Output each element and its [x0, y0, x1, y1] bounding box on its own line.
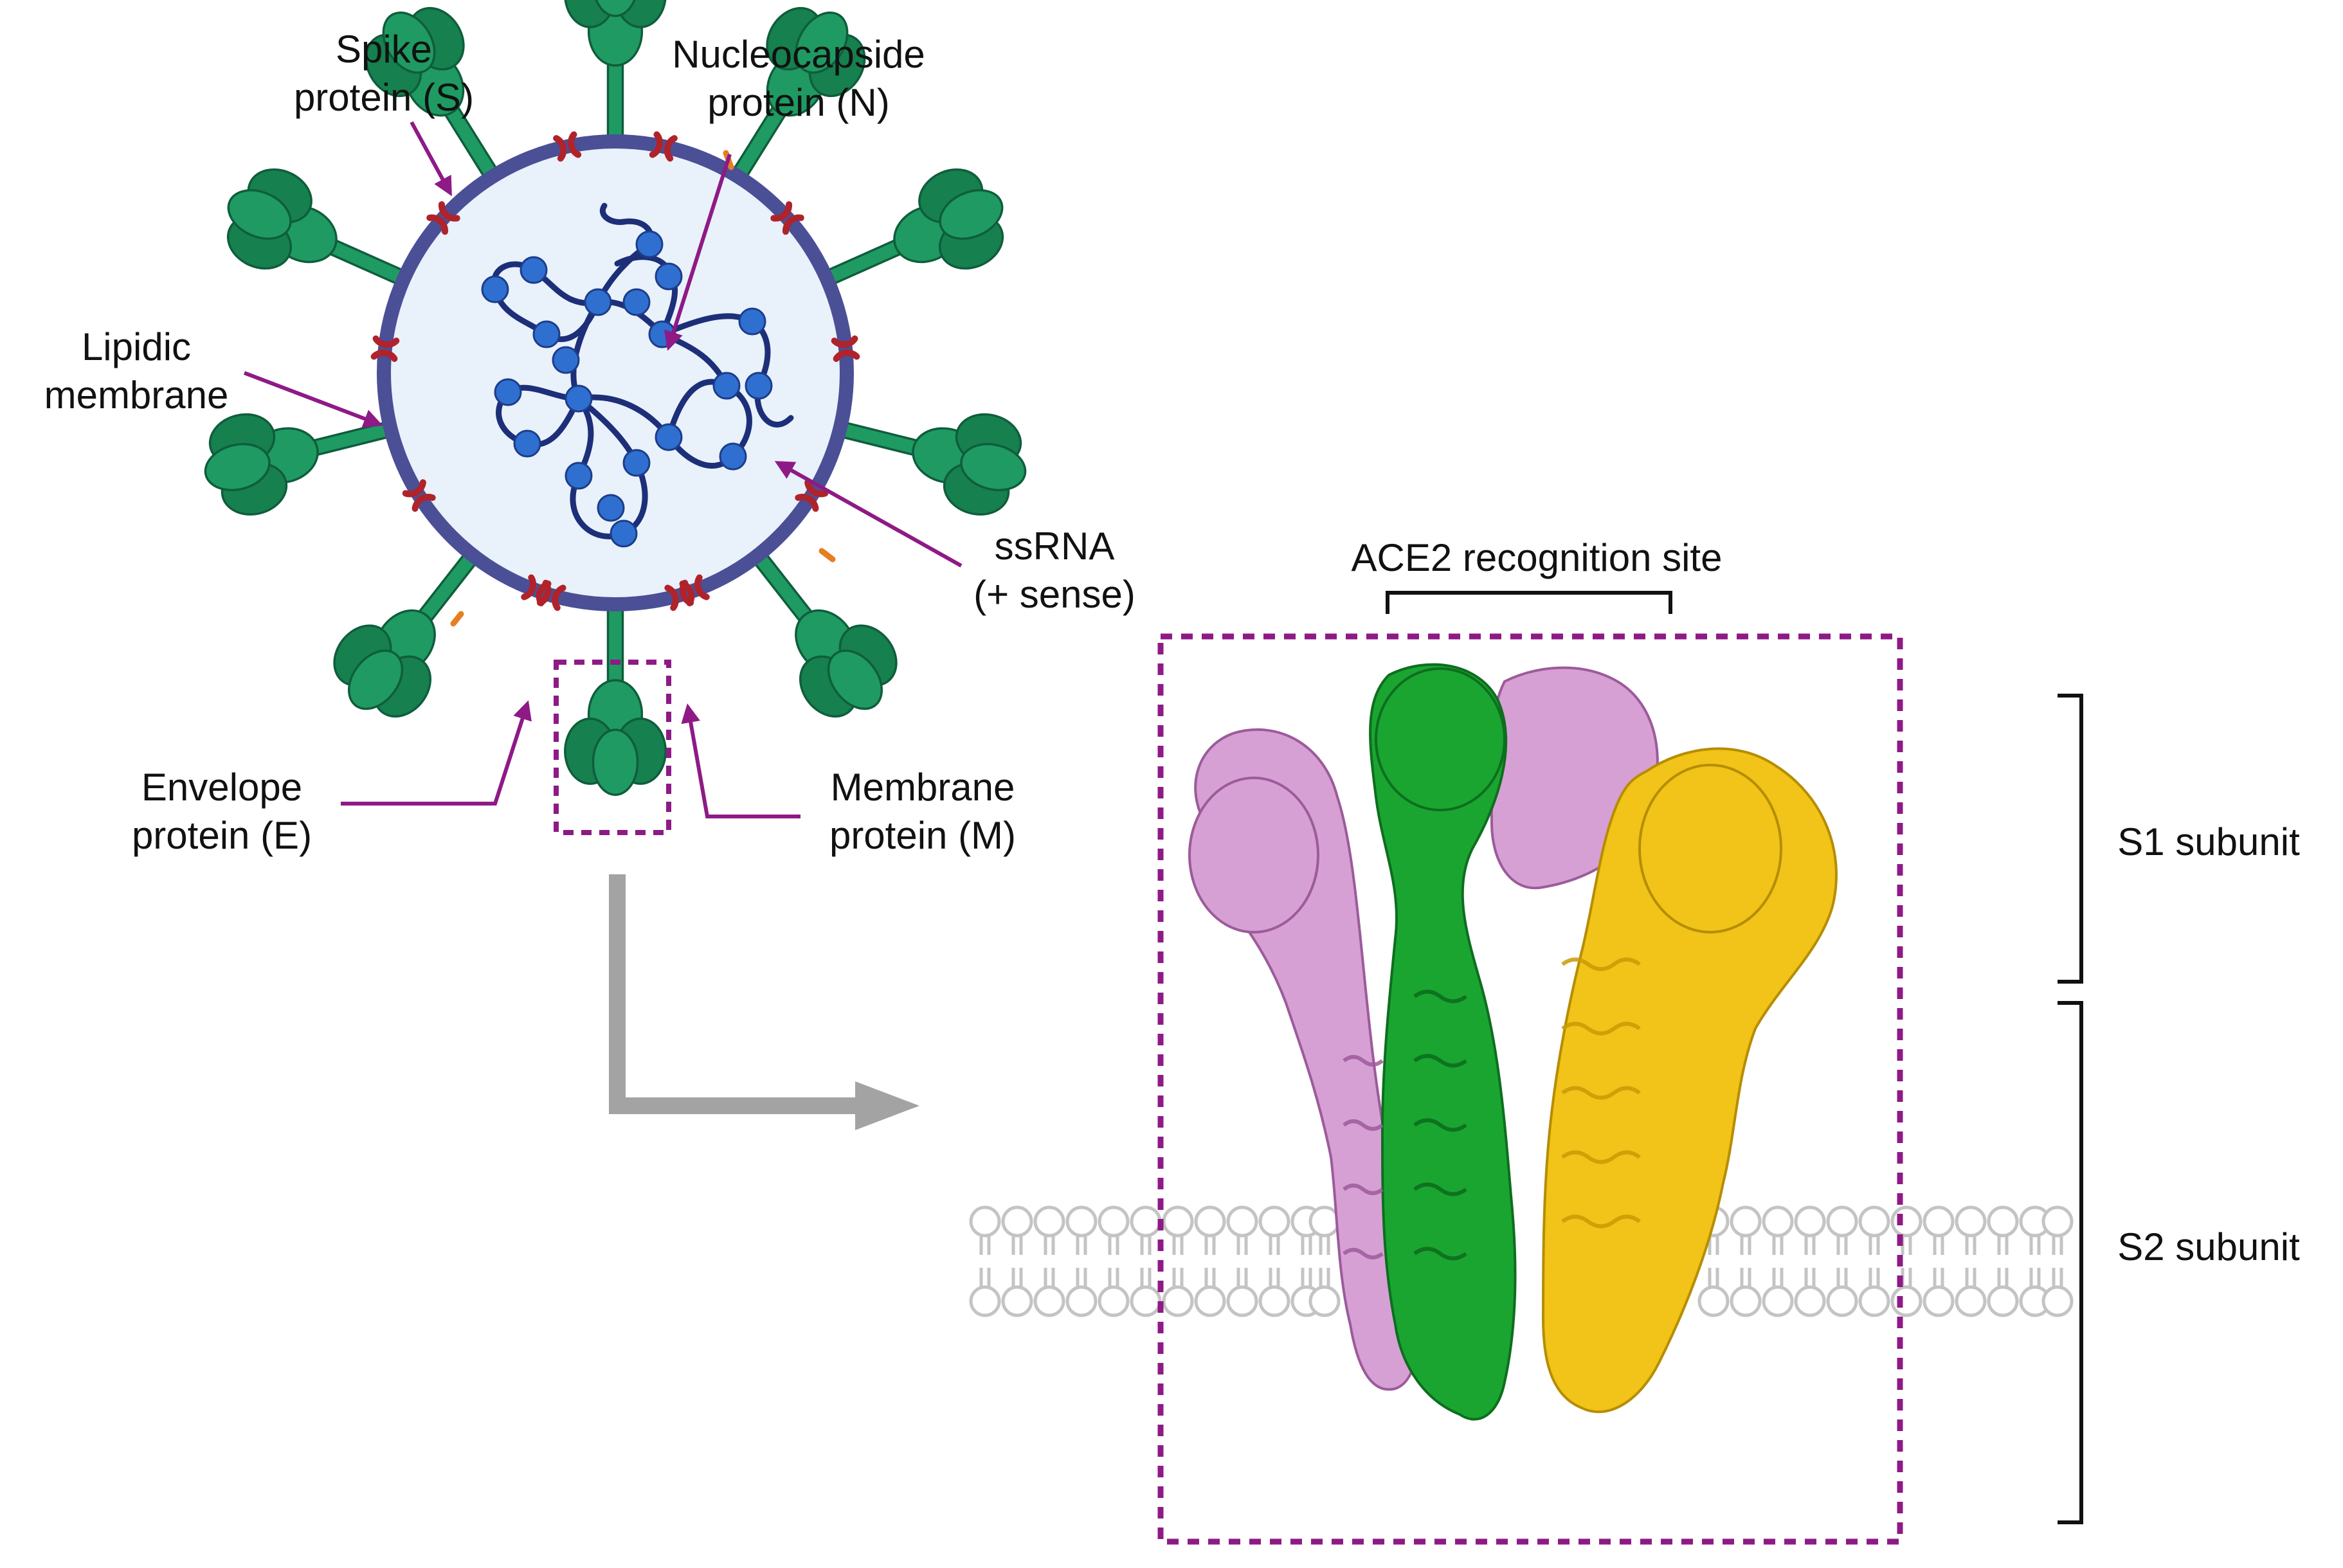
- zoom-flow-arrow: [609, 874, 919, 1130]
- chain-yellow: [1541, 747, 1838, 1414]
- s2-bracket: [2058, 1001, 2083, 1524]
- chain-green: [1369, 663, 1517, 1421]
- chain-yellow-rbd: [1638, 764, 1782, 933]
- spike-arrow: [410, 121, 452, 197]
- chain-pink-rbd: [1188, 777, 1319, 933]
- ace2-label: ACE2 recognition site: [1352, 536, 1723, 579]
- nucleocapside-label-line2: protein (N): [707, 81, 889, 124]
- lipidic-membrane: [377, 134, 854, 611]
- membrane-protein-label-line1: Membrane: [831, 766, 1015, 809]
- spike-label-line2: protein (S): [294, 76, 474, 119]
- lipidic-label-line1: Lipidic: [82, 325, 191, 368]
- spike-selection-box: [554, 660, 671, 835]
- spike-trimer-structure: [1188, 663, 1838, 1421]
- labels: Spike protein (S) Nucleocapside protein …: [44, 28, 2300, 1268]
- brackets: [1386, 591, 2083, 1524]
- ssrna-label-line1: ssRNA: [995, 525, 1115, 568]
- virion: [192, 0, 1038, 835]
- lipid-bilayer: [971, 1207, 2072, 1315]
- envelope-arrow: [341, 700, 532, 806]
- spike-label-line1: Spike: [336, 28, 432, 71]
- s2-subunit-label: S2 subunit: [2117, 1225, 2300, 1268]
- ssrna-label-line2: (+ sense): [973, 573, 1135, 616]
- nucleocapside-label-line1: Nucleocapside: [672, 33, 925, 76]
- envelope-label-line2: protein (E): [132, 814, 312, 857]
- lipidic-arrow: [243, 371, 383, 428]
- virion-interior: [384, 141, 847, 604]
- annotation-arrows: [243, 121, 963, 818]
- envelope-label-line1: Envelope: [141, 766, 302, 809]
- ssrna-arrow: [774, 461, 963, 568]
- helix-detail: [1343, 957, 1641, 1261]
- membrane-protein-arrow: [681, 703, 801, 818]
- membrane-protein-label-line2: protein (M): [829, 814, 1016, 857]
- nucleocapsid-proteins: [481, 230, 773, 548]
- s1-bracket: [2058, 694, 2083, 984]
- lipidic-label-line2: membrane: [44, 374, 229, 417]
- s1-subunit-label: S1 subunit: [2117, 820, 2300, 863]
- chain-green-rbd: [1375, 667, 1506, 811]
- ace2-bracket: [1386, 591, 1672, 614]
- nucleocapside-arrow: [664, 154, 732, 351]
